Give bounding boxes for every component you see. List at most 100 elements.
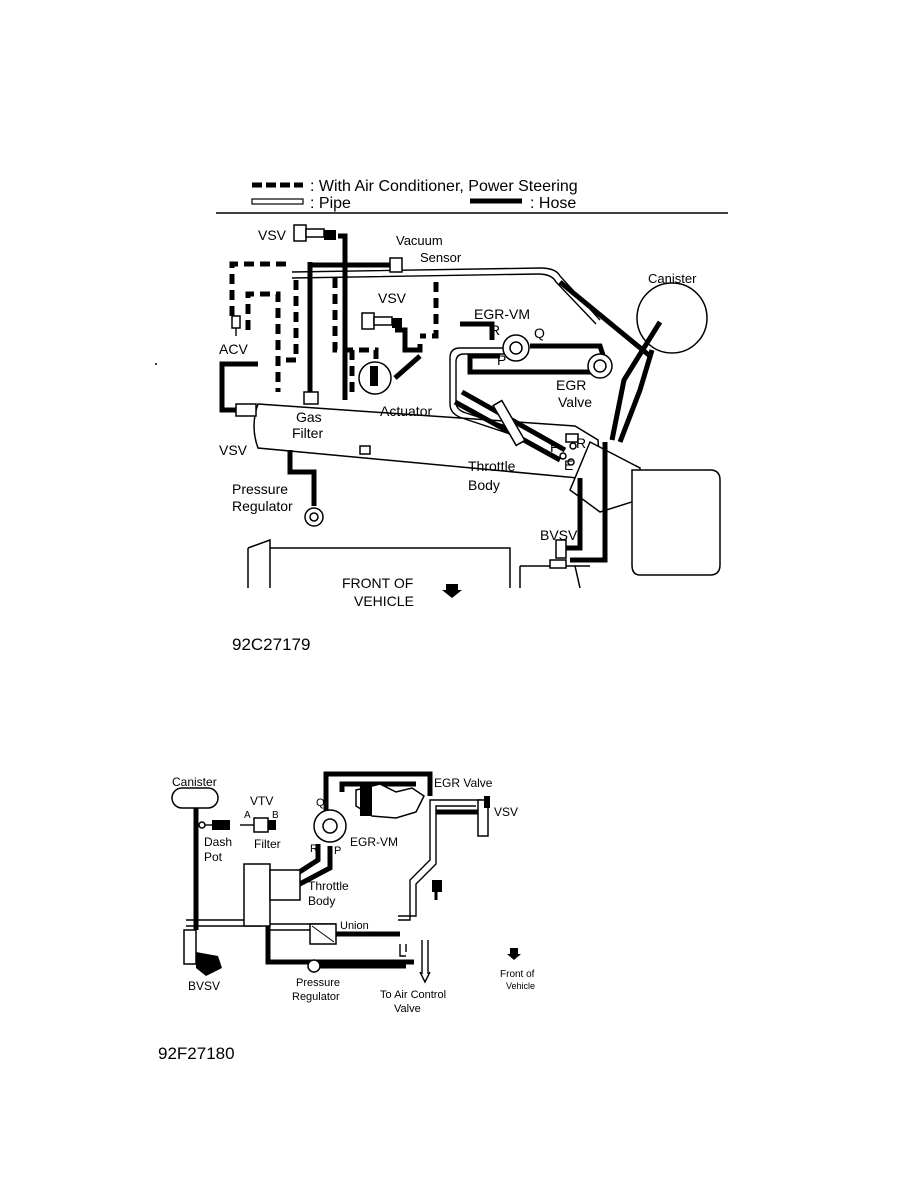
label2-throttle: Throttle <box>308 879 349 893</box>
diagram-1: : With Air Conditioner, Power Steering :… <box>216 178 728 654</box>
ac-dashed-loop-left <box>229 261 290 316</box>
label2-front-of: Front of <box>500 969 535 980</box>
ac-dashed-mid <box>282 280 299 363</box>
hose-canister-right <box>617 349 655 443</box>
label-r2: R <box>576 435 586 451</box>
label2-r: R <box>310 843 318 855</box>
label2-canister: Canister <box>172 775 217 789</box>
engine-body-outline <box>247 538 511 588</box>
label-p: P <box>497 352 506 368</box>
label2-vsv: VSV <box>494 805 518 819</box>
hose-bvsv-2 <box>570 442 608 563</box>
egr-vm2-component <box>313 809 347 843</box>
legend-dashed-text: : With Air Conditioner, Power Steering <box>310 178 578 195</box>
hose2-egrvm-mid <box>339 781 416 792</box>
gas-filter-component <box>303 391 319 405</box>
label-throttle: Throttle <box>468 458 516 474</box>
hose-pressure-regulator <box>287 450 317 506</box>
label2-valve: Valve <box>394 1003 421 1015</box>
label-vsv-left: VSV <box>219 442 248 458</box>
label2-q: Q <box>316 797 325 809</box>
union-component <box>309 923 337 945</box>
label2-dash: Dash <box>204 835 232 849</box>
label-filter: Filter <box>292 425 323 441</box>
hose-canister-diag <box>558 280 652 358</box>
label-egr: EGR <box>556 377 586 393</box>
label-e: E <box>564 457 573 473</box>
legend: : With Air Conditioner, Power Steering :… <box>216 178 728 214</box>
front-of-vehicle-arrow <box>442 584 462 598</box>
egr-pipe-loop <box>449 347 513 435</box>
vtv-component <box>240 817 276 833</box>
front-of-vehicle-arrow-2 <box>507 948 521 960</box>
bvsv2-component <box>183 929 222 976</box>
legend-pipe-text: : Pipe <box>310 195 351 212</box>
label-pressure: Pressure <box>232 481 288 497</box>
ac-dashed-center <box>420 282 439 339</box>
label-bvsv: BVSV <box>540 527 578 543</box>
label2-vehicle: Vehicle <box>506 981 535 991</box>
hose-egr-r <box>460 321 495 340</box>
hose2-egrvm-p <box>294 846 333 889</box>
label-canister: Canister <box>648 271 697 286</box>
hose-vsv-top-down <box>338 233 348 400</box>
label-vsv-mid: VSV <box>378 290 407 306</box>
label2-p: P <box>334 845 341 857</box>
right-block-component <box>432 880 442 892</box>
egr-valve2-component <box>355 783 425 819</box>
top-pipe <box>291 267 601 325</box>
throttle-body2-component <box>243 863 301 927</box>
label2-egr-vm: EGR-VM <box>350 835 398 849</box>
vsv-left-component <box>235 403 257 417</box>
acv-component <box>231 315 241 336</box>
vacuum-sensor-component <box>389 257 403 273</box>
vsv2-component <box>477 796 490 837</box>
pipe2-to-air-control <box>421 940 429 974</box>
label-vehicle: VEHICLE <box>354 593 414 609</box>
air-control-arrow <box>419 971 431 984</box>
label-body: Body <box>468 477 500 493</box>
label2-b: B <box>272 810 279 821</box>
label2-to-air-control: To Air Control <box>380 989 446 1001</box>
label-vacuum: Vacuum <box>396 233 443 248</box>
label-actuator: Actuator <box>380 403 432 419</box>
air-cleaner-box <box>631 469 721 576</box>
label-acv: ACV <box>219 341 248 357</box>
label2-regulator: Regulator <box>292 991 340 1003</box>
label2-filter: Filter <box>254 837 281 851</box>
actuator-component <box>358 361 392 395</box>
pipe2-pressure-line <box>399 944 407 957</box>
label2-pot: Pot <box>204 850 223 864</box>
label2-bvsv: BVSV <box>188 979 220 993</box>
ac-dashed-vsv-down <box>332 278 379 368</box>
pipe2-right-loop <box>398 799 482 921</box>
pressure-regulator2-component <box>307 959 321 973</box>
hose-egrvm-p <box>467 353 600 375</box>
label2-egr-valve: EGR Valve <box>434 776 493 790</box>
dash-pot-component <box>198 820 230 830</box>
egr-vm-inner <box>509 341 523 355</box>
pressure-regulator-component <box>304 507 324 527</box>
hose-acv-left <box>219 361 258 413</box>
label-valve: Valve <box>558 394 592 410</box>
hose-actuator <box>393 354 422 380</box>
label-p2: P <box>550 439 559 455</box>
egr-valve-component <box>587 353 613 379</box>
ac-dashed-acv-loop <box>245 291 281 392</box>
label-vsv-top: VSV <box>258 227 287 243</box>
engine-right-housing <box>519 565 581 589</box>
bvsv-component <box>549 539 567 569</box>
label-regulator: Regulator <box>232 498 293 514</box>
legend-hose-text: : Hose <box>530 195 576 212</box>
hose2-egrvm-top <box>323 771 433 812</box>
stray-dot <box>155 363 157 365</box>
label2-a: A <box>244 810 251 821</box>
label2-pressure: Pressure <box>296 977 340 989</box>
figure-code-1: 92C27179 <box>232 635 310 654</box>
hose-bvsv-1 <box>566 478 583 551</box>
label2-body: Body <box>308 894 335 908</box>
figure-code-2: 92F27180 <box>158 1044 235 1063</box>
label-q: Q <box>534 325 545 341</box>
canister2-component <box>171 787 219 809</box>
